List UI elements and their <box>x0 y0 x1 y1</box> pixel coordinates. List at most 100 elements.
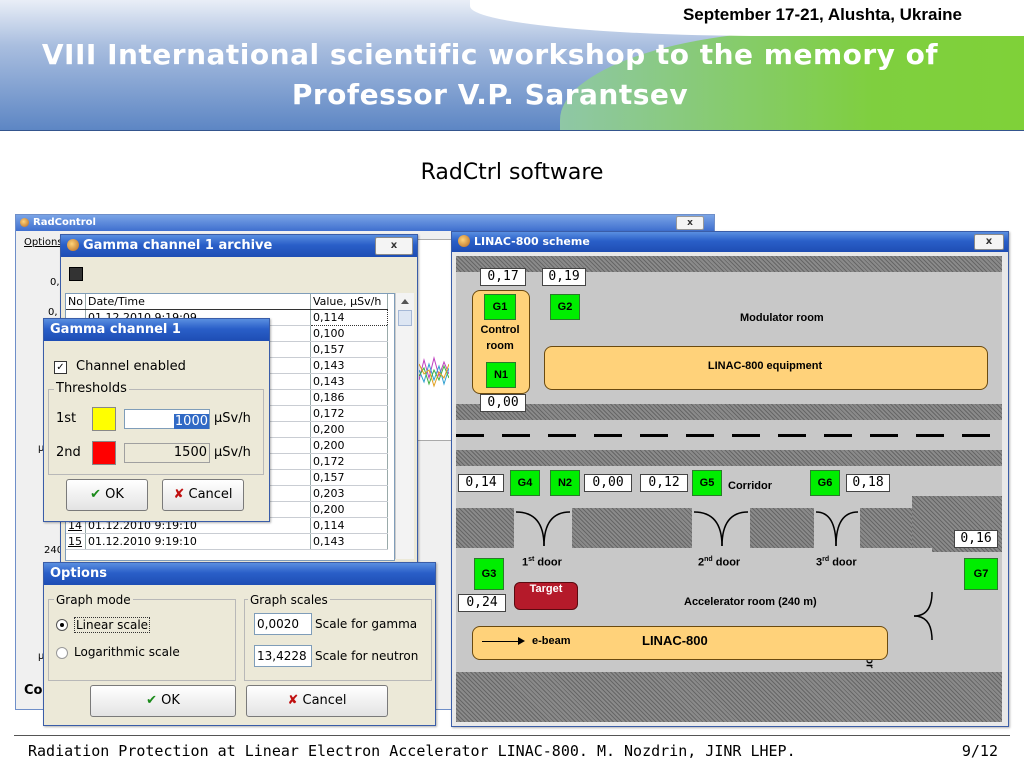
archive-titlebar[interactable]: Gamma channel 1 archive x <box>61 235 417 257</box>
gamma-ok-label: OK <box>105 487 124 502</box>
log-radio[interactable] <box>56 647 68 659</box>
row-value-cell: 0,172 <box>310 405 389 422</box>
gamma-dialog-titlebar[interactable]: Gamma channel 1 <box>44 319 269 341</box>
door-arcs <box>515 511 933 641</box>
options-cancel-button[interactable]: ✘ Cancel <box>246 685 388 717</box>
save-icon[interactable] <box>69 267 83 281</box>
sensor-g4[interactable]: G4 <box>510 470 540 496</box>
sensor-g6[interactable]: G6 <box>810 470 840 496</box>
check-icon: ✔ <box>90 487 101 502</box>
signal-traces <box>419 356 449 388</box>
door-3-sup: rd <box>822 556 830 563</box>
sensor-g5[interactable]: G5 <box>692 470 722 496</box>
row-value-cell: 0,203 <box>310 485 389 502</box>
wall-upper-corridor <box>456 404 1002 420</box>
radcontrol-titlebar[interactable]: RadControl x <box>16 215 714 231</box>
first-threshold-label: 1st <box>56 411 77 426</box>
door-gap-4 <box>912 548 932 672</box>
options-ok-button[interactable]: ✔ OK <box>90 685 236 717</box>
door-3-number: 3 <box>816 556 823 569</box>
first-threshold-value: 1000 <box>173 414 209 429</box>
options-titlebar[interactable]: Options <box>44 563 435 585</box>
scheme-canvas: Control room G1 G2 N1 0,17 0,19 0,00 Mod… <box>456 256 1002 722</box>
door-3-word: door <box>832 556 857 569</box>
scheme-close-button[interactable]: x <box>974 234 1004 250</box>
corridor-label: Corridor <box>728 480 772 492</box>
status-prefix: Co <box>24 683 43 698</box>
value-g5: 0,12 <box>640 474 688 492</box>
archive-scrollbar[interactable] <box>395 293 414 559</box>
wall-top <box>456 256 1002 272</box>
footer-page-number: 9/12 <box>961 742 998 760</box>
neutron-scale-input[interactable]: 13,4228 <box>254 645 312 667</box>
linac-equipment-label: LINAC-800 equipment <box>707 360 823 372</box>
sensor-g2[interactable]: G2 <box>550 294 580 320</box>
value-n1: 0,00 <box>480 394 526 412</box>
column-header-no[interactable]: No <box>66 294 86 310</box>
archive-close-button[interactable]: x <box>375 237 413 255</box>
gamma-cancel-button[interactable]: ✘ Cancel <box>162 479 244 511</box>
log-radio-label[interactable]: Logarithmic scale <box>74 645 180 659</box>
row-value-cell: 0,200 <box>310 501 389 518</box>
linear-radio[interactable] <box>56 619 68 631</box>
channel-enabled-checkbox[interactable]: ✓ <box>54 361 67 374</box>
axis-fragment: µ <box>38 443 45 454</box>
scroll-thumb[interactable] <box>398 310 412 326</box>
options-cancel-label: Cancel <box>302 693 347 708</box>
second-threshold-unit: µSv/h <box>214 445 251 460</box>
graph-mode-label: Graph mode <box>54 593 133 607</box>
accelerator-room-label: Accelerator room (240 m) <box>684 596 817 608</box>
radio-dot-icon <box>60 623 64 627</box>
sensor-g3[interactable]: G3 <box>474 558 504 590</box>
archive-app-icon <box>67 239 79 251</box>
door-1-label: 1st door <box>522 556 562 569</box>
first-threshold-input[interactable]: 1000 <box>124 409 210 429</box>
door-gap-1 <box>514 508 572 548</box>
header-date-place: September 17-21, Alushta, Ukraine <box>682 5 962 24</box>
row-value-cell: 0,157 <box>310 469 389 486</box>
arrow-head-icon <box>518 637 525 645</box>
sensor-g1[interactable]: G1 <box>484 294 516 320</box>
door-2-sup: nd <box>704 556 713 563</box>
scheme-titlebar[interactable]: LINAC-800 scheme x <box>452 232 1008 252</box>
sensor-g7[interactable]: G7 <box>964 558 998 590</box>
gamma-ok-button[interactable]: ✔ OK <box>66 479 148 511</box>
radcontrol-menu-options[interactable]: Options <box>24 237 63 248</box>
gamma-scale-input[interactable]: 0,0020 <box>254 613 312 635</box>
ebeam-label: e-beam <box>532 635 571 647</box>
slide-header: September 17-21, Alushta, Ukraine VIII I… <box>0 0 1024 131</box>
row-value-cell: 0,143 <box>310 373 389 390</box>
linac-800-beamline <box>472 626 888 660</box>
linear-radio-label[interactable]: Linear scale <box>74 617 151 633</box>
footer-divider <box>14 735 1010 736</box>
sensor-n1[interactable]: N1 <box>486 362 516 388</box>
header-title-line2: Professor V.P. Sarantsev <box>291 78 689 111</box>
axis-fragment: 0, <box>48 307 58 318</box>
first-threshold-color[interactable] <box>92 407 116 431</box>
row-value-cell: 0,143 <box>310 357 389 374</box>
door-2-label: 2nd door <box>698 556 740 569</box>
wall-bottom <box>456 672 1002 722</box>
second-threshold-input[interactable]: 1500 <box>124 443 210 463</box>
axis-fragment: 240 <box>44 545 64 556</box>
linac-equipment <box>544 346 988 390</box>
channel-enabled-label: Channel enabled <box>76 359 186 374</box>
door-1-sup: st <box>528 556 535 563</box>
value-g3: 0,24 <box>458 594 506 612</box>
second-threshold-color[interactable] <box>92 441 116 465</box>
column-header-value[interactable]: Value, µSv/h <box>310 294 389 310</box>
first-threshold-unit: µSv/h <box>214 411 251 426</box>
slide-title: RadCtrl software <box>420 160 604 185</box>
radcontrol-close-button[interactable]: x <box>676 216 704 230</box>
scroll-up-arrow-icon[interactable] <box>401 299 409 304</box>
axis-fragment: µ <box>38 651 45 662</box>
row-value-cell: 0,172 <box>310 453 389 470</box>
control-room-label-1: Control <box>480 324 520 336</box>
door-1-number: 1 <box>522 556 529 569</box>
sensor-n2[interactable]: N2 <box>550 470 580 496</box>
column-header-datetime[interactable]: Date/Time <box>85 294 311 310</box>
radcontrol-app-icon <box>20 218 29 227</box>
target-button[interactable]: Target <box>514 582 578 610</box>
cross-icon: ✘ <box>287 693 299 708</box>
